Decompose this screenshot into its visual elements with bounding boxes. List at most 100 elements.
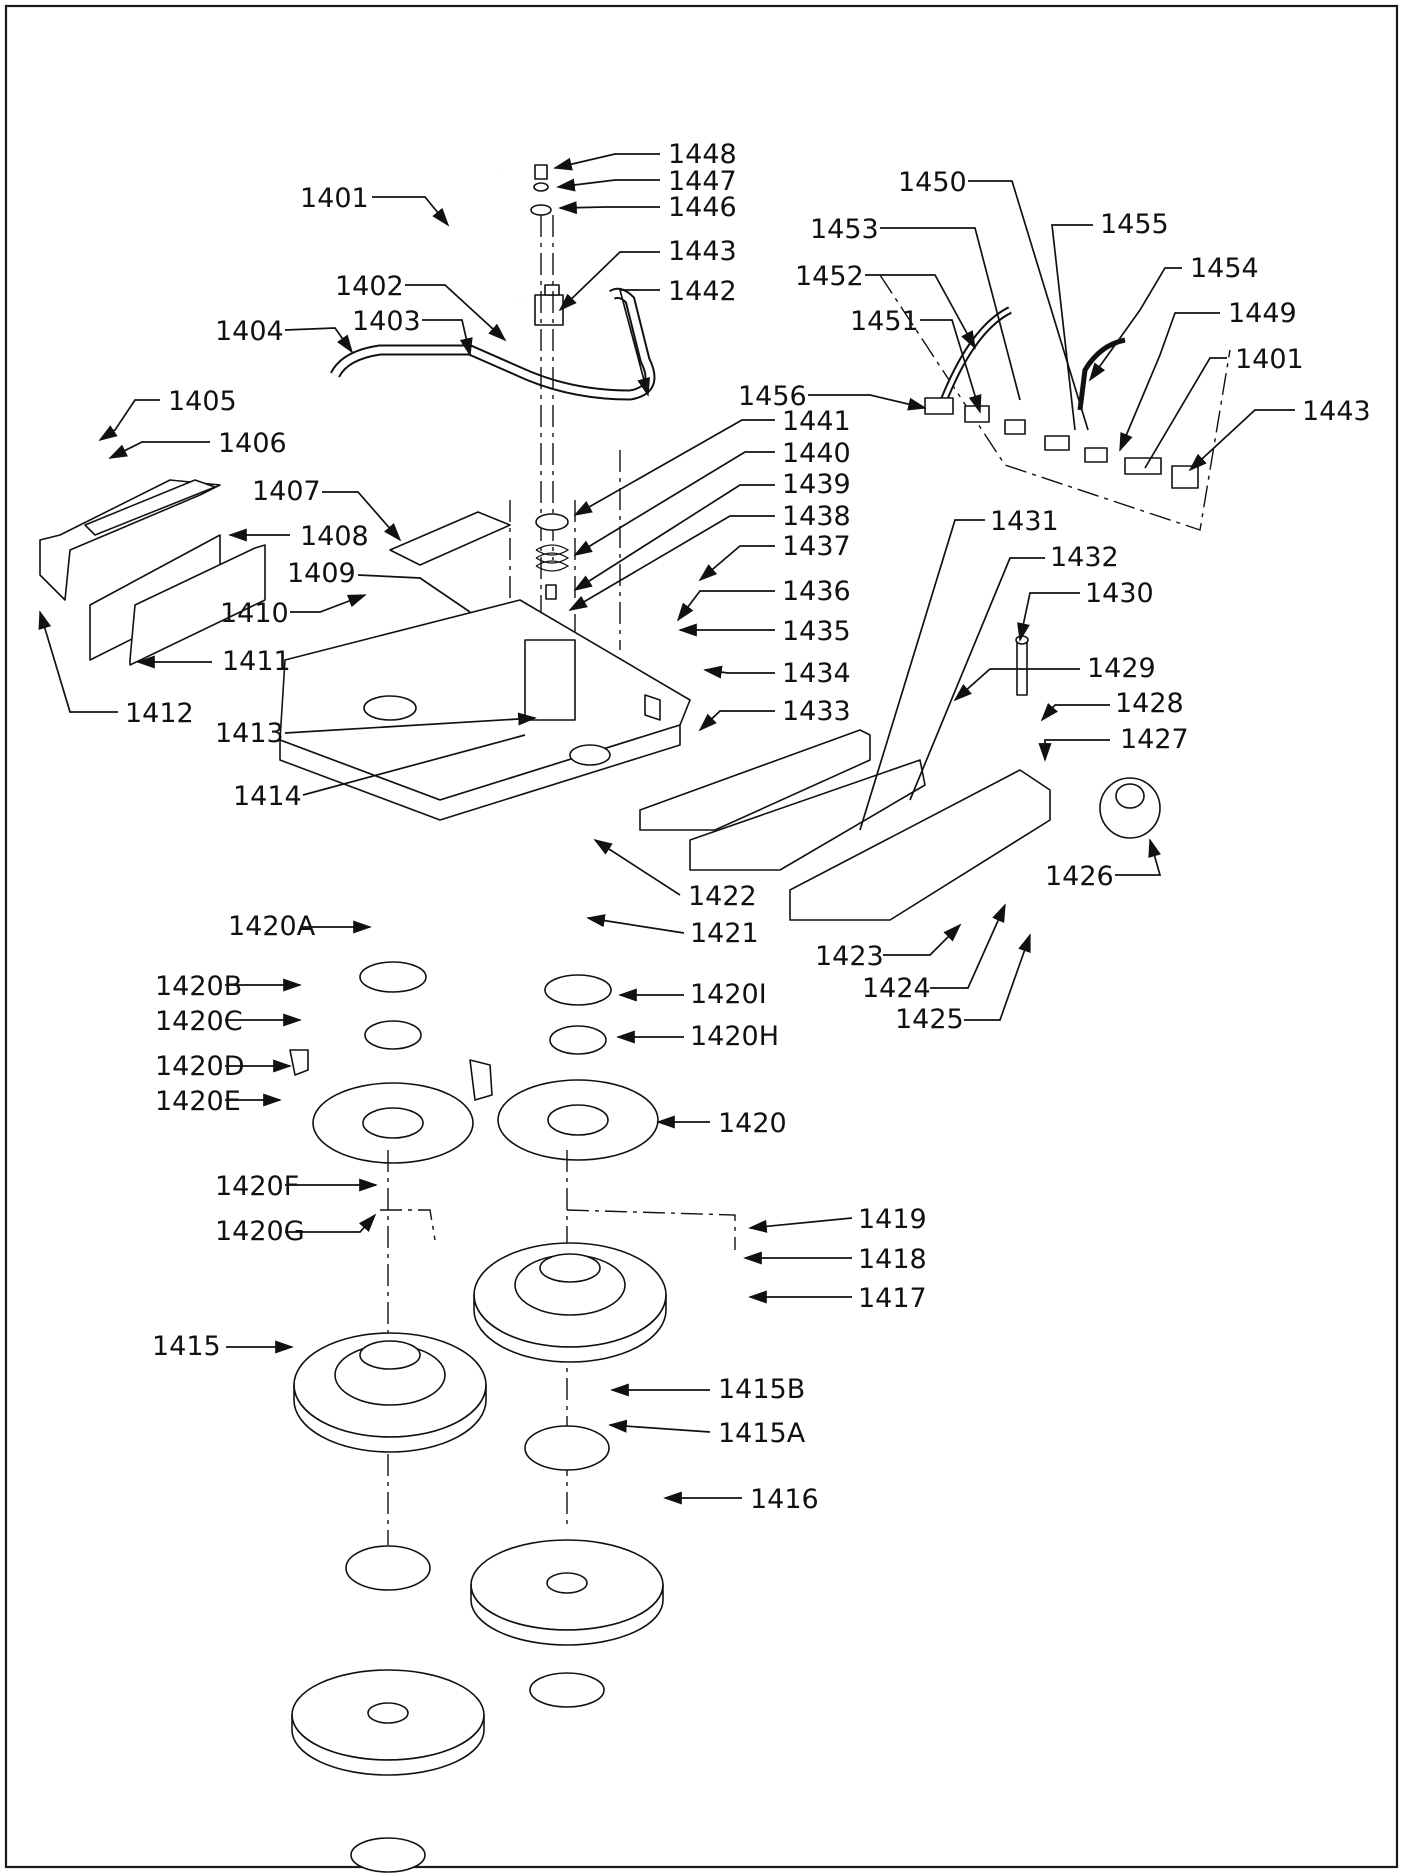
- leader-callout-1423: [883, 923, 962, 956]
- callout-1420c: 1420C: [155, 1006, 243, 1037]
- leader-callout-1415a: [608, 1419, 711, 1433]
- callout-1415a: 1415A: [718, 1418, 806, 1449]
- callout-1418: 1418: [858, 1244, 927, 1275]
- callout-1414: 1414: [233, 781, 302, 812]
- hub-right: [544, 974, 612, 1006]
- leader-callout-1455: [1051, 224, 1093, 431]
- leader-callout-1454: [1088, 267, 1182, 382]
- plate-1415b-left: [345, 1545, 431, 1591]
- frame-1431: [639, 729, 871, 831]
- callout-1408: 1408: [300, 521, 369, 552]
- plate-bottom-left: [350, 1837, 426, 1873]
- callout-1434: 1434: [782, 658, 851, 689]
- callout-1443: 1443: [668, 236, 737, 267]
- leader-callout-1421: [586, 914, 685, 934]
- leader-callout-1446: [558, 201, 660, 215]
- callout-1420e: 1420E: [155, 1086, 241, 1117]
- callout-1409: 1409: [287, 558, 356, 589]
- leader-callout-1443: [558, 251, 660, 312]
- callout-1436: 1436: [782, 576, 851, 607]
- exploded-artwork: [39, 164, 1231, 1873]
- leader-callout-1432: [909, 557, 1045, 801]
- frame-1432: [689, 759, 926, 871]
- callout-1426: 1426: [1045, 861, 1114, 892]
- leader-callout-1453: [880, 227, 1021, 401]
- callout-leaders: [38, 153, 1295, 1505]
- callout-1443-inset: 1443: [1302, 396, 1371, 427]
- callout-1446: 1446: [668, 192, 737, 223]
- callout-1421: 1421: [690, 918, 759, 949]
- leader-callout-1433: [698, 710, 775, 732]
- plate-1407: [389, 511, 511, 566]
- callout-1420a: 1420A: [228, 911, 316, 942]
- leader-callout-1452: [865, 274, 976, 350]
- leader-callout-1436: [676, 590, 775, 622]
- callout-1448: 1448: [668, 139, 737, 170]
- callout-1431: 1431: [990, 506, 1059, 537]
- callout-1405: 1405: [168, 386, 237, 417]
- leader-callout-1422: [593, 838, 681, 896]
- callout-1430: 1430: [1085, 578, 1154, 609]
- leader-callout-1426: [1115, 838, 1162, 876]
- callout-1449: 1449: [1228, 298, 1297, 329]
- valve-1443: [534, 294, 564, 326]
- callout-1452: 1452: [795, 261, 864, 292]
- callout-labels: 1401 1402 1403 1404 1405 1406 1407 1408 …: [125, 139, 1371, 1515]
- callout-1402: 1402: [335, 271, 404, 302]
- callout-1417: 1417: [858, 1283, 927, 1314]
- leader-callout-1442: [618, 289, 660, 397]
- leader-callout-1425: [964, 933, 1031, 1021]
- callout-1411: 1411: [222, 646, 291, 677]
- callout-1455: 1455: [1100, 209, 1169, 240]
- leader-callout-1420g: [285, 1213, 377, 1233]
- callout-1450: 1450: [898, 167, 967, 198]
- plate-bottom-right: [529, 1672, 605, 1708]
- leader-callout-1401-inset: [1144, 357, 1227, 469]
- leader-callout-1410: [290, 594, 367, 613]
- leader-callout-1434: [703, 665, 775, 679]
- leader-callout-1429: [953, 668, 1080, 702]
- callout-1429: 1429: [1087, 653, 1156, 684]
- leader-callout-1413: [284, 712, 537, 734]
- callout-1420i: 1420I: [690, 979, 767, 1010]
- leader-callout-1403: [422, 319, 473, 357]
- callout-1401: 1401: [300, 183, 369, 214]
- callout-1401-inset: 1401: [1235, 344, 1304, 375]
- callout-1447: 1447: [668, 166, 737, 197]
- leader-callout-1438: [568, 515, 775, 611]
- callout-1439: 1439: [782, 469, 851, 500]
- callout-1435: 1435: [782, 616, 851, 647]
- leader-callout-1424: [930, 903, 1006, 989]
- callout-1437: 1437: [782, 531, 851, 562]
- callout-1425: 1425: [895, 1004, 964, 1035]
- callout-1404: 1404: [215, 316, 284, 347]
- callout-1412: 1412: [125, 698, 194, 729]
- callout-1420b: 1420B: [155, 971, 242, 1002]
- callout-1451: 1451: [850, 306, 919, 337]
- leader-callout-1427: [1038, 739, 1110, 762]
- leader-callout-1419: [748, 1217, 853, 1233]
- bracket-1438: [524, 639, 576, 721]
- callout-1440: 1440: [782, 438, 851, 469]
- callout-1413: 1413: [215, 718, 284, 749]
- callout-1410: 1410: [220, 598, 289, 629]
- callout-1427: 1427: [1120, 724, 1189, 755]
- leader-callout-1407: [322, 491, 402, 542]
- inset-outline: [879, 274, 1231, 531]
- callout-1406: 1406: [218, 428, 287, 459]
- callout-1441: 1441: [782, 406, 851, 437]
- callout-1416: 1416: [750, 1484, 819, 1515]
- callout-1403: 1403: [352, 306, 421, 337]
- callout-1433: 1433: [782, 696, 851, 727]
- callout-1454: 1454: [1190, 253, 1259, 284]
- leader-callout-1441: [573, 419, 775, 516]
- leader-callout-1430: [1017, 592, 1080, 642]
- leader-callout-1443-inset: [1188, 409, 1295, 472]
- leader-callout-1401: [372, 196, 450, 227]
- callout-1424: 1424: [862, 973, 931, 1004]
- callout-1420h: 1420H: [690, 1021, 779, 1052]
- leader-callout-1439: [573, 484, 775, 592]
- leader-callout-1402: [405, 284, 507, 342]
- callout-1407: 1407: [252, 476, 321, 507]
- callout-1422: 1422: [688, 881, 757, 912]
